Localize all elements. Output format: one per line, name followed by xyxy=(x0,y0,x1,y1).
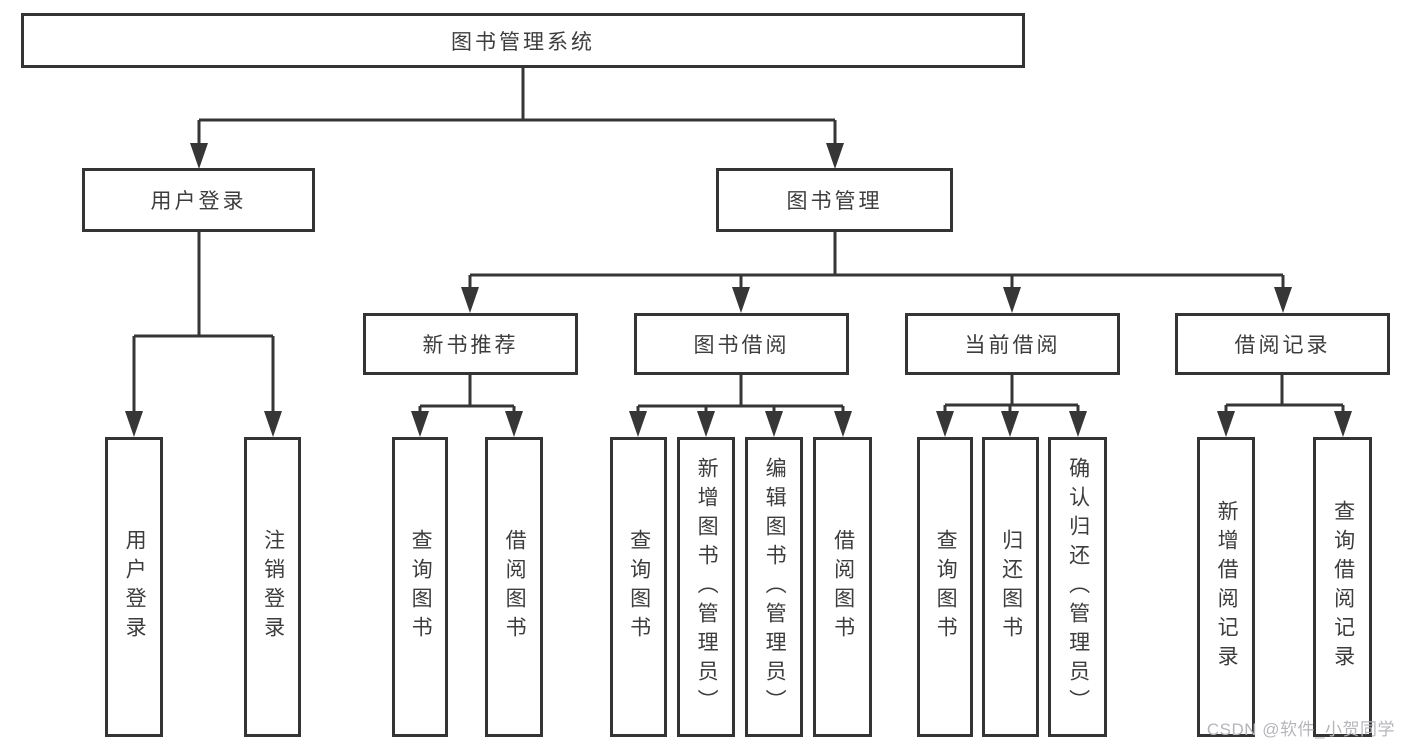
node-current-borrowing: 当前借阅 xyxy=(905,313,1120,375)
node-user-login: 用户登录 xyxy=(82,168,315,232)
leaf-query-books-recommend: 查询图书 xyxy=(392,437,448,737)
node-new-book-recommend-label: 新书推荐 xyxy=(422,334,519,357)
leaf-query-books-borrowing: 查询图书 xyxy=(610,437,667,737)
connector-borrow-record-to-leaves xyxy=(1217,375,1352,437)
leaf-edit-books-admin: 编辑图书（管理员） xyxy=(745,437,803,737)
leaf-edit-books-admin-label: 编辑图书（管理员） xyxy=(763,456,787,718)
csdn-watermark: CSDN @软件_小贺同学 xyxy=(1206,720,1395,739)
leaf-borrow-books-recommend-label: 借阅图书 xyxy=(503,529,527,645)
leaf-query-books-current-label: 查询图书 xyxy=(934,529,958,645)
leaf-borrow-books: 借阅图书 xyxy=(813,437,872,737)
connector-new-book-rec-to-leaves xyxy=(411,375,523,437)
leaf-borrow-books-label: 借阅图书 xyxy=(831,529,855,645)
leaf-borrow-books-recommend: 借阅图书 xyxy=(485,437,543,737)
leaf-logout: 注销登录 xyxy=(244,437,301,737)
leaf-query-books-current: 查询图书 xyxy=(917,437,973,737)
node-book-borrowing: 图书借阅 xyxy=(634,313,849,375)
leaf-confirm-return-admin-label: 确认归还（管理员） xyxy=(1066,456,1090,718)
leaf-add-borrow-record: 新增借阅记录 xyxy=(1197,437,1255,737)
node-borrowing-records: 借阅记录 xyxy=(1175,313,1390,375)
node-library-system: 图书管理系统 xyxy=(21,13,1025,68)
leaf-logout-label: 注销登录 xyxy=(261,529,285,645)
node-borrowing-records-label: 借阅记录 xyxy=(1234,334,1331,357)
leaf-add-books-admin-label: 新增图书（管理员） xyxy=(695,456,719,718)
node-book-management: 图书管理 xyxy=(716,168,953,232)
node-new-book-recommend: 新书推荐 xyxy=(363,313,578,375)
leaf-user-login-label: 用户登录 xyxy=(123,529,147,645)
leaf-confirm-return-admin: 确认归还（管理员） xyxy=(1048,437,1107,737)
node-book-management-label: 图书管理 xyxy=(786,190,883,213)
connector-book-borrow-to-leaves xyxy=(629,375,852,437)
node-current-borrowing-label: 当前借阅 xyxy=(964,334,1061,357)
leaf-add-borrow-record-label: 新增借阅记录 xyxy=(1215,500,1239,674)
node-user-login-label: 用户登录 xyxy=(150,190,247,213)
leaf-user-login: 用户登录 xyxy=(105,437,163,737)
node-library-system-label: 图书管理系统 xyxy=(451,30,595,54)
connector-current-borrow-to-leaves xyxy=(936,375,1087,437)
leaf-return-books: 归还图书 xyxy=(982,437,1039,737)
leaf-query-borrow-record: 查询借阅记录 xyxy=(1313,437,1372,737)
node-book-borrowing-label: 图书借阅 xyxy=(693,334,790,357)
connector-book-mgmt-to-level3 xyxy=(461,232,1292,313)
leaf-query-books-recommend-label: 查询图书 xyxy=(409,529,433,645)
leaf-add-books-admin: 新增图书（管理员） xyxy=(677,437,735,737)
leaf-query-borrow-record-label: 查询借阅记录 xyxy=(1331,500,1355,674)
connector-root-to-level2 xyxy=(190,68,844,169)
connector-user-login-to-leaves xyxy=(125,232,282,437)
leaf-return-books-label: 归还图书 xyxy=(999,529,1023,645)
leaf-query-books-borrowing-label: 查询图书 xyxy=(627,529,651,645)
